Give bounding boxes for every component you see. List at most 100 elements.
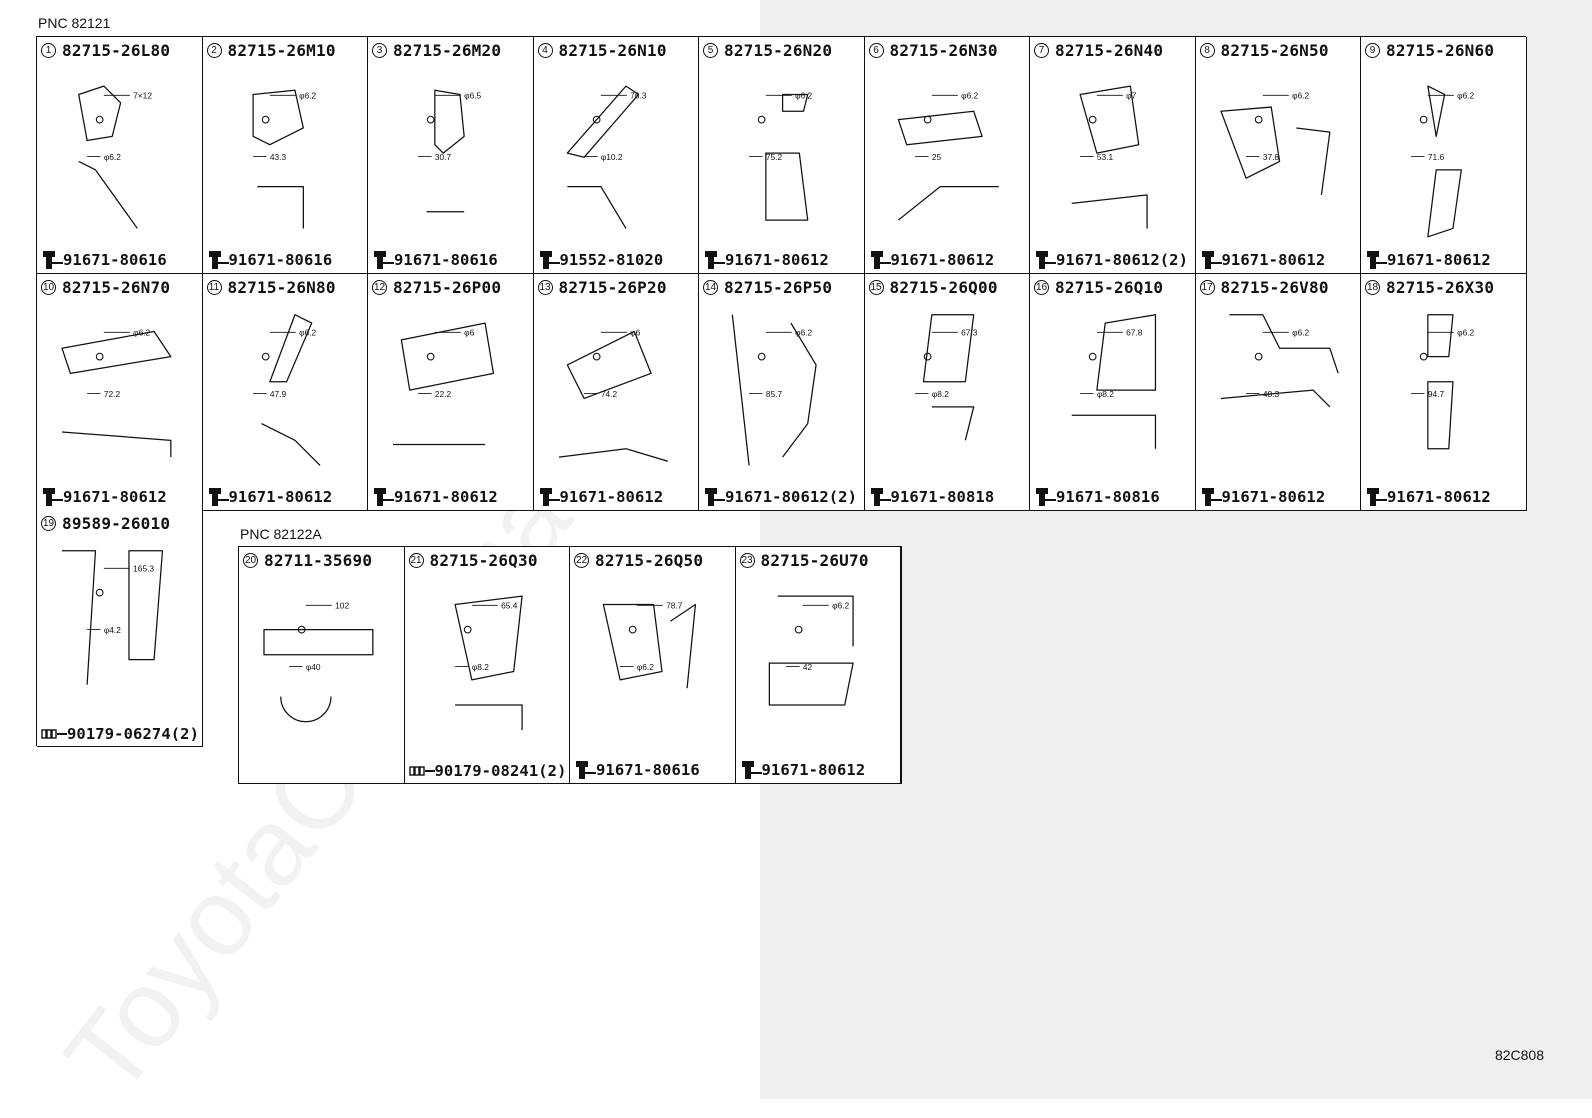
dimension-label: φ6.2 — [961, 91, 978, 101]
part-drawing: 67.3φ8.2 — [914, 314, 978, 441]
part-outline — [453, 595, 523, 731]
fastener-callout: 91552-81020 — [538, 250, 664, 270]
fastener-callout: 91671-80612 — [372, 487, 498, 507]
fastener-number: 91671-80818 — [890, 487, 995, 506]
part-outline — [602, 603, 697, 689]
dimension-label: 78.7 — [666, 601, 683, 611]
fastener-number: 91671-80612(2) — [1056, 250, 1189, 269]
dimension-label: φ6.2 — [1292, 328, 1309, 338]
part-number: 82715-26M20 — [393, 41, 502, 60]
fastener-callout: 91671-80612 — [1200, 487, 1326, 507]
bolt-icon — [1036, 250, 1056, 269]
ref-number-badge: 15 — [868, 280, 884, 295]
part-drawing: φ6.225 — [897, 91, 999, 221]
bolt-icon — [705, 250, 725, 269]
part-number: 82715-26Q30 — [429, 551, 538, 570]
part-number: 82715-26Q50 — [595, 551, 704, 570]
fastener-callout: 91671-80612 — [207, 487, 333, 507]
part-number: 82715-26N20 — [724, 41, 833, 60]
part-outline — [1427, 85, 1462, 238]
fastener-callout: 91671-80612 — [1200, 250, 1326, 270]
mount-hole — [95, 352, 104, 361]
bolt-icon — [208, 487, 229, 506]
dimension-label: φ40 — [306, 662, 321, 672]
fastener-callout: 91671-80616 — [372, 250, 498, 270]
fastener-number: 91552-81020 — [559, 250, 664, 269]
mount-hole — [95, 588, 104, 597]
dimension-label: 67.8 — [1126, 328, 1143, 338]
part-drawing: φ6.237.8 — [1219, 91, 1330, 196]
fastener-number: 91671-80616 — [394, 250, 498, 269]
bolt-icon — [539, 250, 560, 269]
fastener-number: 91671-80612 — [1221, 250, 1326, 269]
fastener-callout: 91671-80612(2) — [703, 487, 857, 507]
part-drawing: φ6.242 — [768, 595, 854, 706]
mount-hole — [628, 625, 637, 634]
part-drawing: 78.7φ6.2 — [602, 601, 697, 689]
part-drawing: 65.4φ8.2 — [453, 595, 523, 731]
ref-number-badge: 17 — [1199, 280, 1215, 295]
part-outline — [1219, 106, 1330, 196]
part-outline — [78, 85, 138, 229]
ref-number-badge: 2 — [206, 43, 222, 58]
part-number: 82715-26N80 — [227, 278, 336, 297]
mount-hole — [426, 115, 435, 124]
fastener-number: 91671-80612 — [228, 487, 333, 506]
fastener-number: 91671-80612 — [1221, 487, 1326, 506]
bolt-icon — [1367, 250, 1387, 269]
part-outline — [765, 93, 809, 221]
dimension-label: φ6.2 — [1457, 91, 1474, 101]
part-number: 82715-26L80 — [62, 41, 171, 60]
ref-number-badge: 3 — [372, 43, 387, 58]
fastener-callout: 91671-80616 — [574, 760, 700, 780]
mount-hole — [1419, 352, 1428, 361]
ref-number-badge: 4 — [537, 43, 553, 58]
mount-hole — [297, 625, 306, 634]
dimension-label: φ6 — [630, 328, 640, 338]
clip-icon — [408, 765, 435, 776]
ref-number-badge: 7 — [1034, 43, 1049, 58]
dimension-label: 22.2 — [435, 389, 452, 399]
dimension-label: 74.2 — [600, 389, 617, 399]
fastener-callout: 91671-80616 — [207, 250, 333, 270]
mount-hole — [1254, 352, 1263, 361]
mount-hole — [261, 352, 270, 361]
ref-number-badge: 23 — [739, 553, 755, 568]
dimension-label: 67.3 — [961, 328, 978, 338]
mount-hole — [463, 625, 472, 634]
dimension-label: φ6.5 — [464, 91, 481, 101]
part-outline — [768, 595, 854, 706]
fastener-number: 91671-80616 — [596, 760, 700, 779]
mount-hole — [592, 352, 601, 361]
part-number: 82715-26V80 — [1220, 278, 1329, 297]
fastener-callout: 91671-80816 — [1034, 487, 1160, 507]
part-header: 3 82715-26M20 — [372, 41, 501, 60]
part-outline — [251, 89, 304, 229]
ref-number-badge: 1 — [41, 43, 56, 58]
mount-hole — [1088, 115, 1097, 124]
part-number: 82715-26P20 — [558, 278, 667, 297]
part-drawing: φ6.243.3 — [251, 89, 316, 229]
fastener-number: 91671-80612 — [559, 487, 664, 506]
fastener-callout: 91671-80612 — [1365, 487, 1491, 507]
bolt-icon — [1367, 487, 1387, 506]
dimension-label: φ6.2 — [299, 91, 316, 101]
